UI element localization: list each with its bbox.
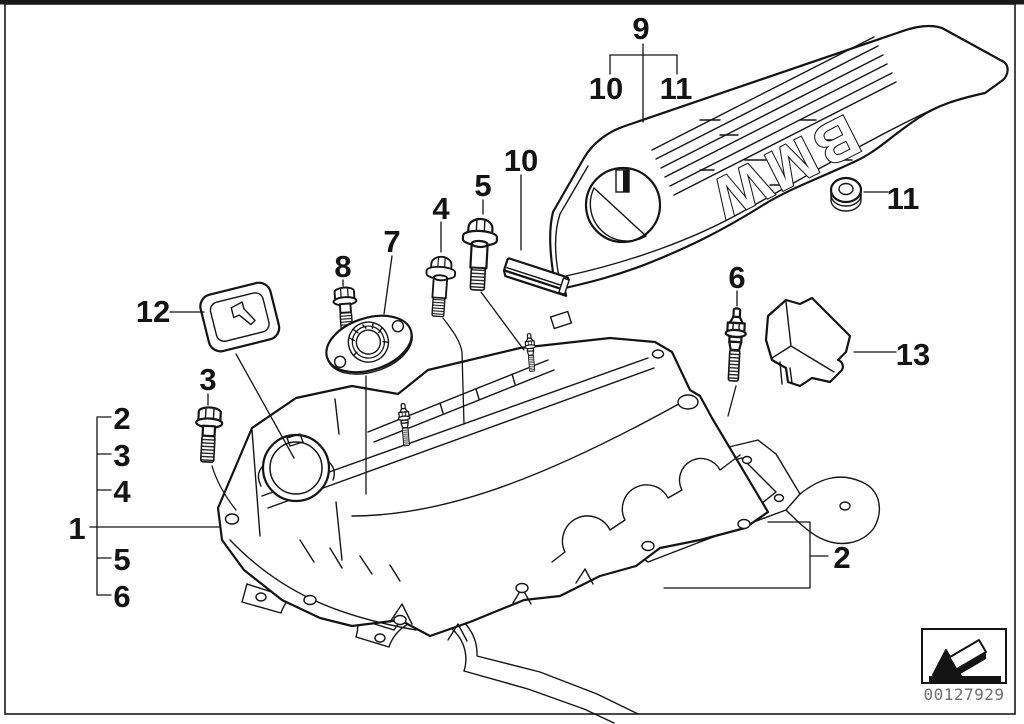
callout-2-left-label: 2 <box>113 401 130 436</box>
bolt-6-drawing <box>722 306 749 383</box>
oil-filler-cap-drawing <box>199 281 281 353</box>
callout-6-left-label: 6 <box>113 579 130 614</box>
leader-12-line <box>169 311 295 459</box>
bracket-9-10-11 <box>609 54 678 75</box>
image-code-block: 00127929 <box>921 628 1007 704</box>
bolt-4-drawing <box>422 254 458 319</box>
engine-cover-grooves <box>651 36 897 196</box>
leader-lines <box>89 43 897 596</box>
callout-3-left-label: 3 <box>113 438 130 473</box>
callout-9-label: 9 <box>632 11 649 46</box>
cover-bolt-holes <box>224 349 751 626</box>
leader-3-line <box>207 393 237 511</box>
callout-4-label: 4 <box>432 191 450 226</box>
bracket-left-group <box>96 416 112 596</box>
callout-3-upper-label: 3 <box>199 362 216 397</box>
image-frame-border <box>4 3 1016 715</box>
oil-filler-neck <box>257 433 336 503</box>
callout-labels: 9 10 11 10 5 4 7 8 12 3 6 11 13 2 3 4 1 … <box>68 11 930 614</box>
bracket-2-right <box>663 521 829 589</box>
callout-6-label: 6 <box>728 260 745 295</box>
bolt-5-drawing <box>459 217 500 292</box>
callout-2-right-label: 2 <box>833 540 850 575</box>
callout-11-top-label: 11 <box>660 71 693 106</box>
engine-cover-recess <box>584 166 662 244</box>
leader-6-line <box>727 290 738 417</box>
callout-10-top-label: 10 <box>589 71 623 106</box>
nav-arrow-icon <box>929 639 1001 684</box>
callout-12-label: 12 <box>136 294 170 329</box>
callout-5-left-label: 5 <box>113 542 130 577</box>
valve-cover-drawing <box>216 310 770 642</box>
engine-cover-drawing: BMW <box>549 24 1009 292</box>
grommet-drawing <box>829 176 863 212</box>
callout-8-label: 8 <box>334 249 351 284</box>
cover-cap13-drawing <box>764 296 852 388</box>
profile-gasket-drawing <box>325 314 413 375</box>
top-edge-bar <box>0 0 1024 5</box>
leader-5-line <box>480 199 525 351</box>
callout-5-label: 5 <box>474 168 491 203</box>
leader-7-line <box>365 255 393 495</box>
seal-strip-drawing <box>502 257 571 297</box>
callout-7-label: 7 <box>383 224 400 259</box>
callout-11-right-label: 11 <box>887 181 920 216</box>
part-number-text: 00127929 <box>923 685 1004 704</box>
callout-10-strip-label: 10 <box>504 143 538 178</box>
leader-4-line <box>440 221 465 425</box>
bolt-3-drawing <box>193 405 225 464</box>
callout-13-label: 13 <box>896 337 930 372</box>
callout-1-label: 1 <box>68 511 85 546</box>
callout-4-left-label: 4 <box>113 474 131 509</box>
oil-can-icon <box>230 301 256 326</box>
